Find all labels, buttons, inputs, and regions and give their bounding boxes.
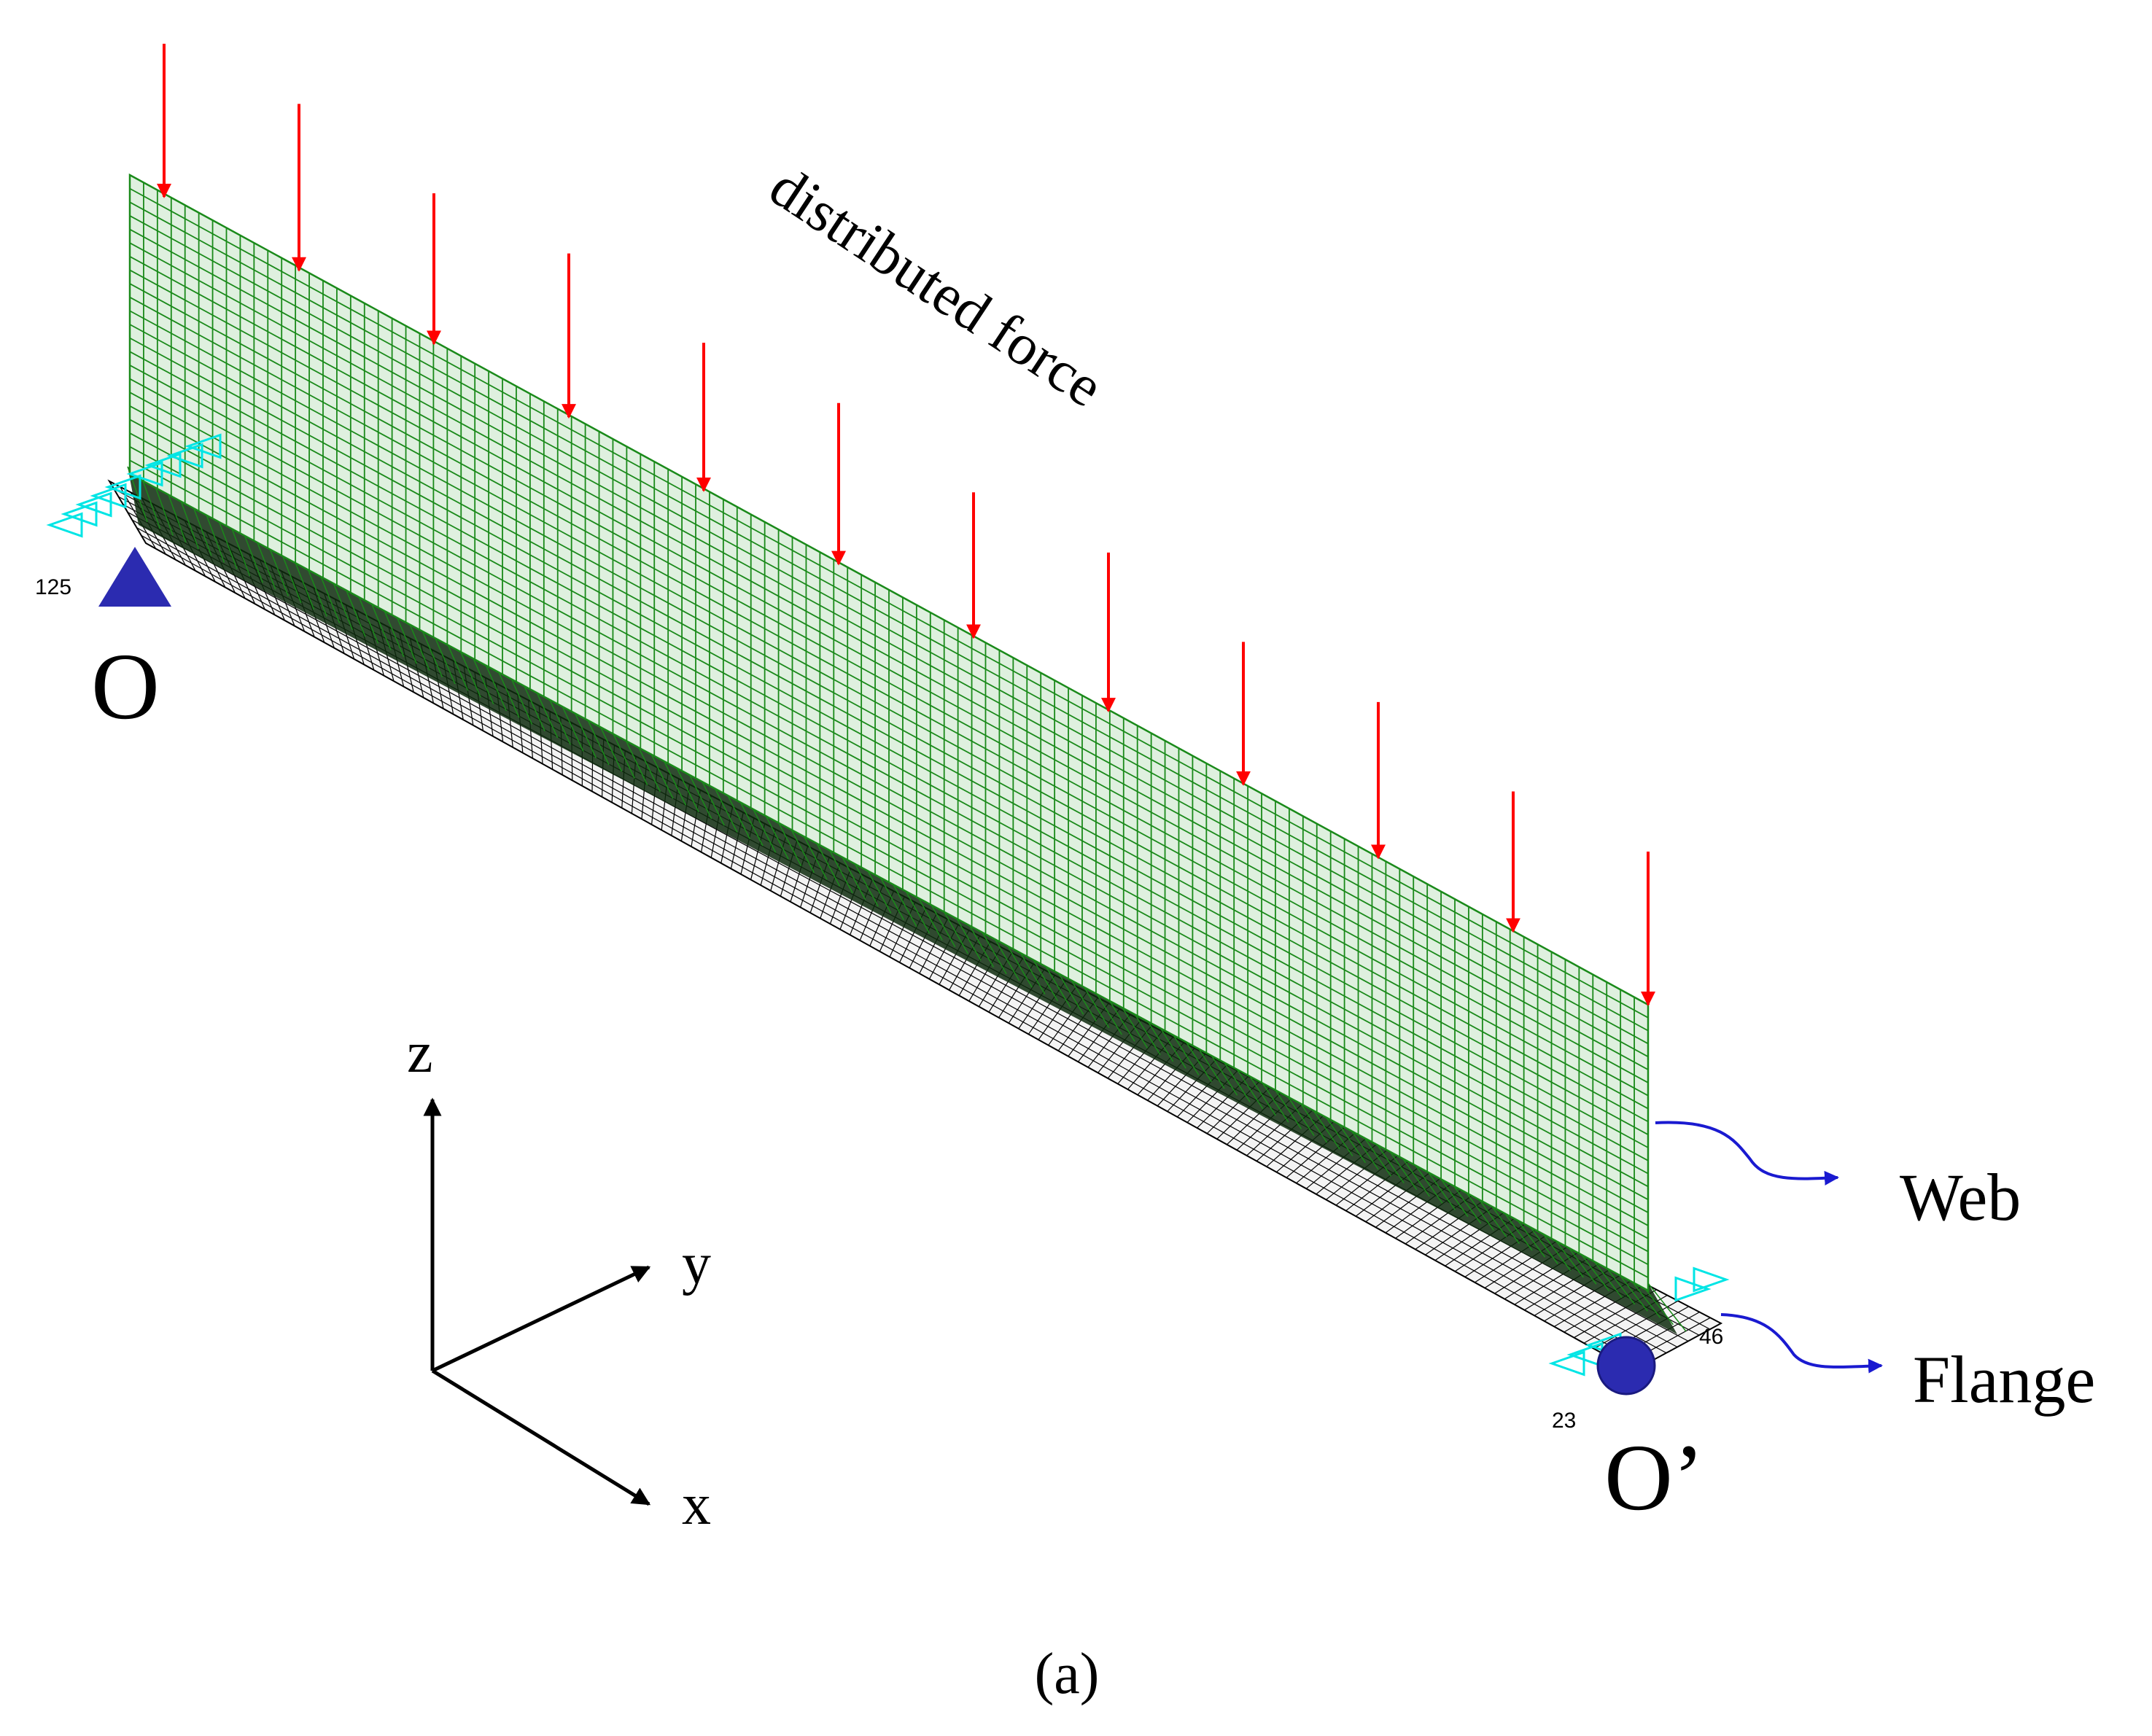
- flange-label: Flange: [1913, 1342, 2095, 1417]
- web-leader-line: [1655, 1121, 1839, 1186]
- web-mesh-line: [129, 459, 1649, 1278]
- web-mesh-line: [129, 283, 1649, 1110]
- web-mesh-line: [129, 324, 1649, 1148]
- constraint-marker-icon: [144, 452, 182, 478]
- web-mesh-line: [129, 201, 1649, 1032]
- end-label: O’: [1604, 1425, 1704, 1530]
- web-mesh-line: [129, 174, 1649, 1005]
- junction-mesh-line: [228, 521, 251, 577]
- junction-mesh-line: [203, 507, 225, 563]
- node-label-left: 125: [35, 575, 71, 599]
- web-mesh-line: [129, 337, 1649, 1161]
- junction-mesh-line: [152, 480, 174, 536]
- z-axis-label: z: [407, 1021, 433, 1085]
- distributed-load-arrows: [157, 44, 1655, 1006]
- junction-mesh-line: [1647, 1282, 1687, 1332]
- roller-support-icon: [1596, 1336, 1656, 1396]
- constraint-marker-icon: [61, 501, 98, 527]
- web-mesh-line: [129, 228, 1649, 1058]
- boundary-constraints: [46, 433, 1730, 1377]
- web-mesh-line: [129, 392, 1649, 1213]
- constraint-marker-icon: [46, 512, 83, 538]
- coordinate-axes: z y x: [407, 1021, 711, 1537]
- junction-mesh-line: [165, 486, 187, 543]
- web-mesh-line: [129, 242, 1649, 1070]
- web-mesh-line: [129, 378, 1649, 1201]
- web-mesh-line: [129, 405, 1649, 1226]
- web-label: Web: [1900, 1160, 2021, 1234]
- constraint-marker-icon: [1693, 1266, 1730, 1293]
- web-mesh: [128, 173, 1650, 1293]
- web-mesh-line: [129, 365, 1649, 1188]
- flange-mesh-line: [136, 527, 1656, 1360]
- distributed-force-label: distributed force: [758, 155, 1114, 420]
- junction-mesh-line: [241, 527, 263, 583]
- constraint-marker-icon: [1674, 1276, 1712, 1302]
- node-label-right-bottom: 23: [1552, 1409, 1576, 1433]
- web-mesh-line: [129, 310, 1649, 1135]
- junction-mesh-line: [127, 466, 148, 523]
- node-label-right-top: 46: [1699, 1325, 1723, 1349]
- web-mesh-line: [129, 296, 1649, 1123]
- flange-mesh-line: [145, 542, 1634, 1371]
- constraint-marker-icon: [126, 461, 163, 487]
- x-axis-line: [431, 1369, 651, 1506]
- web-mesh-line: [129, 351, 1649, 1175]
- web-mesh-line: [129, 432, 1649, 1253]
- web-mesh-line: [129, 419, 1649, 1239]
- web-mesh-line: [129, 215, 1649, 1045]
- x-axis-label: x: [682, 1473, 711, 1537]
- junction-mesh-line: [190, 500, 212, 556]
- pin-support-icon: [98, 547, 171, 607]
- flange-mesh-line: [141, 534, 1645, 1366]
- web-mesh-line: [129, 445, 1649, 1266]
- web-mesh-line: [129, 256, 1649, 1083]
- junction-mesh-line: [139, 473, 161, 529]
- web-mesh-line: [129, 473, 1649, 1291]
- flange-mesh-line: [131, 519, 1667, 1354]
- web-mesh-line: [129, 187, 1649, 1019]
- junction-mesh-line: [177, 494, 200, 550]
- web-mesh-line: [129, 269, 1649, 1097]
- constraint-marker-icon: [166, 443, 203, 469]
- junction-mesh-line: [215, 514, 238, 570]
- constraint-marker-icon: [1548, 1350, 1585, 1377]
- constraint-marker-icon: [184, 433, 222, 459]
- y-axis-line: [431, 1265, 651, 1373]
- constraint-marker-icon: [104, 474, 141, 500]
- constraint-marker-icon: [75, 491, 112, 518]
- constraint-marker-icon: [90, 483, 127, 509]
- origin-label: O: [91, 634, 160, 739]
- flange-leader-line: [1720, 1313, 1883, 1374]
- y-axis-label: y: [682, 1232, 711, 1296]
- subfigure-label: (a): [1035, 1642, 1100, 1706]
